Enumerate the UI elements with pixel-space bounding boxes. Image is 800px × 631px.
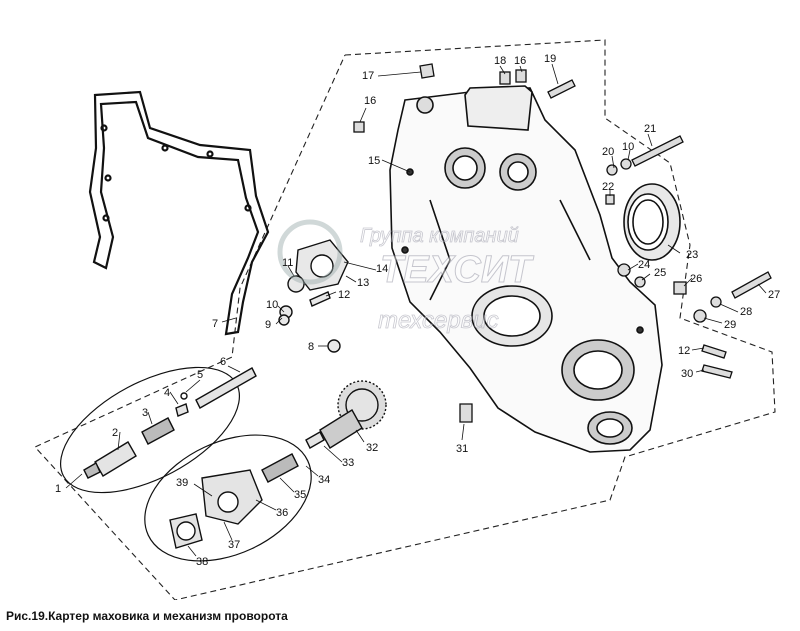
part-label: 37 [228,539,240,551]
part-label: 38 [196,556,208,568]
watermark-line1: Группа компаний [360,225,519,247]
watermark: Группа компаний ТЕХСИТ техсервис [277,219,535,334]
gear-assembly [144,380,387,562]
figure-caption: Рис.19.Картер маховика и механизм провор… [6,609,288,623]
oil-seal [623,183,681,261]
part-label: 9 [265,319,271,331]
part-label: 19 [544,53,556,65]
part-label: 6 [220,356,226,368]
assembly-boundary [34,39,776,600]
part-label: 11 [282,257,293,269]
part-label: 27 [768,289,780,301]
part-label: 3 [142,407,148,419]
turning-mechanism [59,366,257,494]
part-label: 39 [176,477,188,489]
part-label: 30 [681,368,693,380]
part-label: 20 [602,146,614,158]
flywheel-housing [389,85,663,453]
exploded-parts-diagram: Группа компаний ТЕХСИТ техсервис 1 2 3 4… [34,39,780,600]
part-label: 16 [364,95,376,107]
part-label: 16 [514,55,526,67]
part-label: 35 [294,489,306,501]
part-label: 12 [338,289,350,301]
part-label: 29 [724,319,736,331]
part-label: 7 [212,318,218,330]
part-label: 4 [164,387,170,399]
part-label: 25 [654,267,666,279]
part-label: 2 [112,427,118,439]
part-label: 22 [602,181,614,193]
part-label: 1 [55,483,61,495]
part-label: 15 [368,155,380,167]
part-label: 17 [362,70,374,82]
part-label: 33 [342,457,354,469]
part-label: 24 [638,259,650,271]
watermark-line3: техсервис [378,307,499,334]
small-fasteners [353,63,772,423]
part-label: 13 [357,277,369,289]
part-label: 12 [678,345,690,357]
part-label: 32 [366,442,378,454]
part-labels: 1 2 3 4 5 6 7 8 9 10 10 11 12 12 13 14 1… [55,53,780,568]
part-label: 34 [318,474,330,486]
part-label: 28 [740,306,752,318]
watermark-line2: ТЕХСИТ [380,249,534,291]
part-label: 10 [622,141,634,153]
inspection-cover [278,239,349,353]
part-label: 18 [494,55,506,67]
part-label: 21 [644,123,656,135]
part-label: 5 [197,369,203,381]
part-label: 23 [686,249,698,261]
gasket [88,90,270,336]
part-label: 31 [456,443,468,455]
part-label: 26 [690,273,702,285]
leader-lines [65,63,767,557]
part-label: 8 [308,341,314,353]
part-label: 10 [266,299,278,311]
part-label: 14 [376,263,388,275]
part-label: 36 [276,507,288,519]
